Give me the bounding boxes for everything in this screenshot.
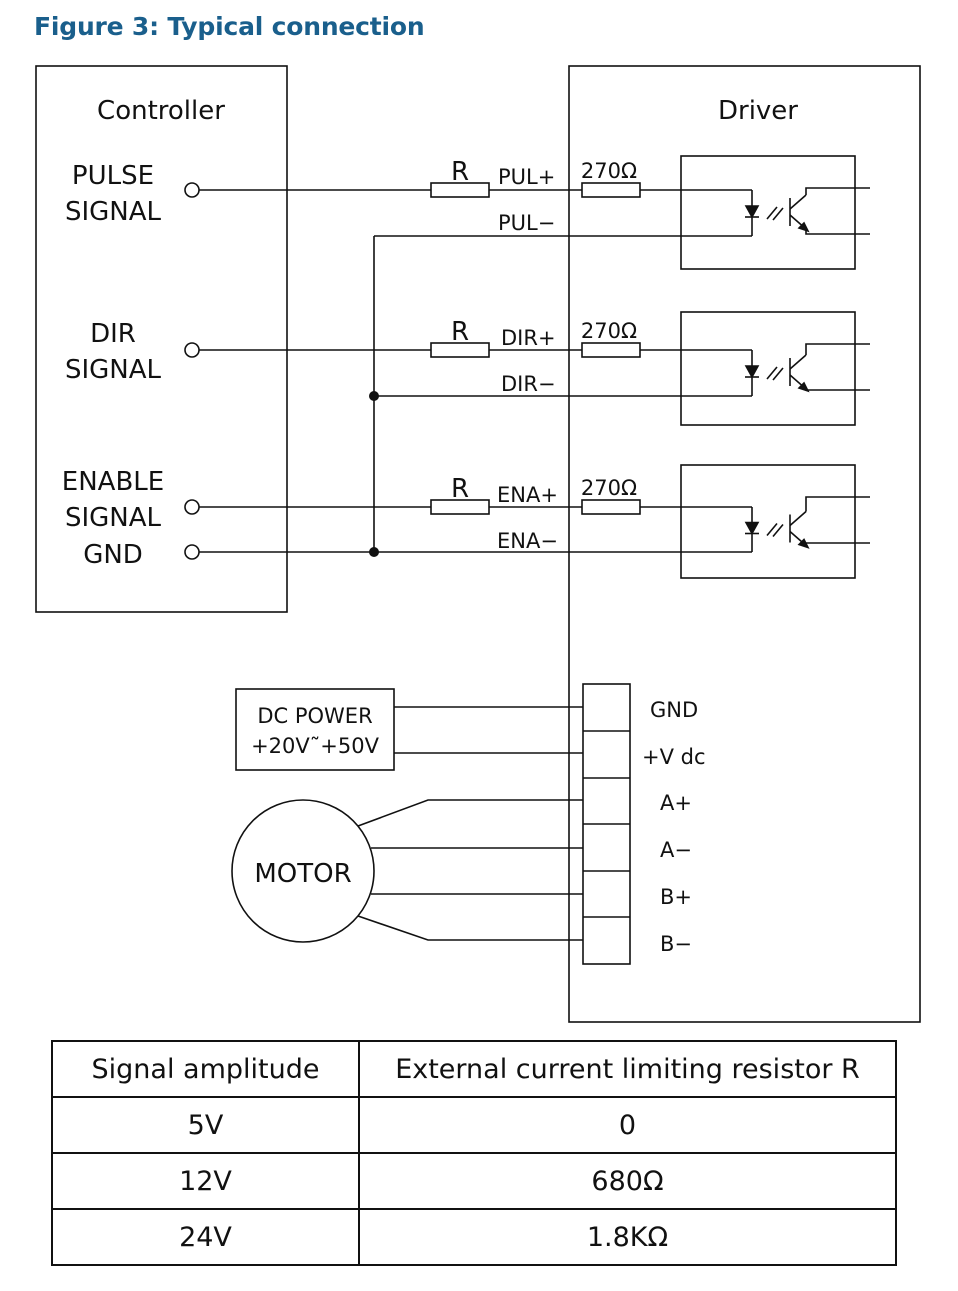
table-row: 12V 680Ω	[51, 1152, 897, 1210]
table-row: 24V 1.8KΩ	[51, 1208, 897, 1266]
led-diode-icon	[744, 521, 760, 536]
pul-plus-label: PUL+	[498, 165, 555, 189]
light-arrow	[766, 206, 778, 220]
enable-resistor-r	[430, 499, 490, 515]
table-cell: 5V	[51, 1096, 360, 1154]
controller-title: Controller	[97, 96, 225, 126]
output-wire	[805, 187, 870, 195]
gnd-terminal	[184, 544, 200, 560]
pulse-resistor-270	[581, 182, 641, 198]
dc-power-label: DC POWER	[257, 704, 372, 728]
gnd-label: GND	[83, 540, 143, 570]
table-cell: 680Ω	[358, 1152, 897, 1210]
optocoupler-3	[680, 464, 856, 579]
light-arrow	[772, 367, 784, 381]
led-diode-icon	[744, 365, 760, 379]
light-arrow	[766, 522, 778, 537]
driver-title: Driver	[718, 96, 798, 126]
dir-label-line1: DIR	[90, 319, 136, 349]
table-header: External current limiting resistor R	[358, 1040, 897, 1098]
dir-resistor-270	[581, 342, 641, 358]
pulse-label-line2: SIGNAL	[65, 197, 162, 227]
driver-box	[568, 65, 921, 1023]
dir-minus-label: DIR−	[501, 372, 556, 396]
dir-resistor-r	[430, 342, 490, 358]
pulse-label-line1: PULSE	[72, 161, 154, 191]
transistor-collector	[789, 510, 807, 527]
output-wire	[805, 496, 870, 512]
table-cell: 0	[358, 1096, 897, 1154]
led-diode-icon	[744, 205, 760, 219]
terminal-a-minus-label: A−	[660, 838, 692, 862]
pulse-terminal	[184, 182, 200, 198]
dc-power-range: +20V˜+50V	[251, 734, 380, 758]
resistor-r-label: R	[451, 157, 469, 187]
controller-box	[35, 65, 288, 613]
enable-resistor-270	[581, 499, 641, 515]
table-cell: 24V	[51, 1208, 360, 1266]
output-wire	[805, 229, 870, 235]
output-wire	[805, 389, 870, 391]
dc-power-box	[235, 688, 395, 771]
ena-minus-label: ENA−	[497, 529, 558, 553]
motor-label: MOTOR	[254, 859, 351, 889]
table-header: Signal amplitude	[51, 1040, 360, 1098]
resistor-270-label: 270Ω	[581, 319, 637, 343]
table-cell: 12V	[51, 1152, 360, 1210]
output-wire	[805, 343, 870, 355]
optocoupler-2	[680, 311, 856, 426]
table-row: 5V 0	[51, 1096, 897, 1154]
enable-terminal	[184, 499, 200, 515]
table-header-row: Signal amplitude External current limiti…	[51, 1040, 897, 1098]
motor-circle	[231, 799, 375, 943]
resistor-table: Signal amplitude External current limiti…	[51, 1040, 897, 1266]
dir-label-line2: SIGNAL	[65, 355, 162, 385]
pul-minus-label: PUL−	[498, 211, 555, 235]
figure-title: Figure 3: Typical connection	[34, 12, 425, 41]
junction-dot	[369, 391, 379, 401]
resistor-270-label: 270Ω	[581, 476, 637, 500]
junction-dot	[369, 547, 379, 557]
ena-plus-label: ENA+	[497, 483, 558, 507]
light-arrow	[772, 207, 784, 221]
pulse-resistor-r	[430, 182, 490, 198]
table-cell: 1.8KΩ	[358, 1208, 897, 1266]
resistor-r-label: R	[451, 317, 469, 347]
resistor-270-label: 270Ω	[581, 159, 637, 183]
output-wire	[805, 542, 870, 546]
terminal-vdc-label: +V dc	[642, 745, 706, 769]
transistor-collector	[789, 354, 807, 370]
light-arrow	[766, 366, 778, 380]
resistor-r-label: R	[451, 474, 469, 504]
dir-plus-label: DIR+	[501, 326, 556, 350]
optocoupler-1	[680, 155, 856, 270]
light-arrow	[772, 523, 784, 538]
terminal-gnd-label: GND	[650, 698, 698, 722]
transistor-collector	[789, 194, 807, 210]
terminal-b-plus-label: B+	[660, 885, 692, 909]
terminal-b-minus-label: B−	[660, 932, 692, 956]
enable-label-line2: SIGNAL	[65, 503, 162, 533]
dir-terminal	[184, 342, 200, 358]
terminal-a-plus-label: A+	[660, 791, 692, 815]
enable-label-line1: ENABLE	[62, 467, 164, 497]
